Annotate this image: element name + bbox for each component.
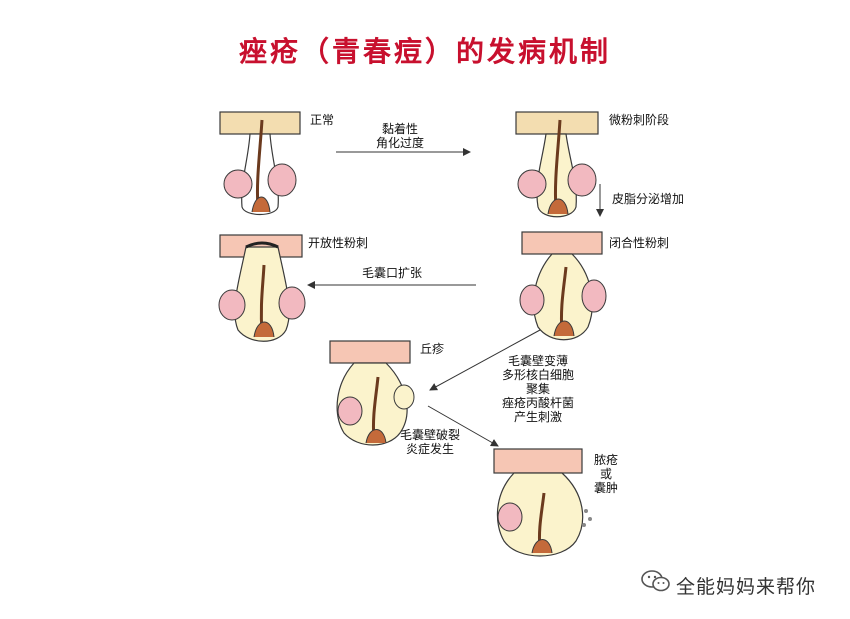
label-a4-line2: 多形核白细胞 bbox=[501, 368, 574, 382]
follicle-pustule-cyst bbox=[493, 448, 592, 557]
page-title: 痤疮（青春痘）的发病机制 bbox=[238, 35, 611, 68]
label-follicle-wall-changes: 毛囊壁变薄 多形核白细胞 聚集 痤疮丙酸杆菌 产生刺激 bbox=[490, 354, 586, 424]
label-normal: 正常 bbox=[310, 113, 335, 127]
watermark-text: 全能妈妈来帮你 bbox=[676, 576, 817, 598]
label-a4-line4: 痤疮丙酸杆菌 bbox=[501, 396, 574, 410]
label-hyperkeratosis-line1: 黏着性 bbox=[381, 122, 418, 136]
label-pustule-line2: 或 bbox=[599, 467, 612, 481]
follicle-papule bbox=[329, 340, 415, 446]
label-a4-line3: 聚集 bbox=[525, 382, 550, 396]
label-microcomedo: 微粉刺阶段 bbox=[609, 113, 670, 127]
arrow-to-papule bbox=[429, 329, 541, 391]
follicle-closed-comedo bbox=[519, 231, 607, 341]
wechat-icon bbox=[641, 570, 670, 592]
label-papule: 丘疹 bbox=[420, 342, 445, 356]
label-open-comedo: 开放性粉刺 bbox=[308, 236, 369, 250]
label-a5-line2: 炎症发生 bbox=[405, 442, 454, 456]
label-pustule-cyst: 脓疮 或 囊肿 bbox=[586, 453, 626, 495]
follicle-microcomedo bbox=[515, 111, 599, 218]
arrow-to-pustule bbox=[427, 405, 499, 447]
label-a4-line5: 产生刺激 bbox=[513, 410, 562, 424]
label-hyperkeratosis: 黏着性 角化过度 bbox=[360, 122, 440, 150]
label-closed-comedo: 闭合性粉刺 bbox=[609, 236, 670, 250]
label-a5-line1: 毛囊壁破裂 bbox=[399, 428, 460, 442]
label-hyperkeratosis-line2: 角化过度 bbox=[375, 136, 424, 150]
label-a4-line1: 毛囊壁变薄 bbox=[507, 354, 568, 368]
label-pustule-line3: 囊肿 bbox=[593, 481, 618, 495]
label-wall-rupture: 毛囊壁破裂 炎症发生 bbox=[388, 428, 472, 456]
follicle-normal bbox=[219, 111, 301, 216]
label-follicle-dilation: 毛囊口扩张 bbox=[362, 266, 423, 280]
label-pustule-line1: 脓疮 bbox=[593, 453, 618, 467]
follicle-open-comedo bbox=[218, 234, 306, 342]
label-sebum-increase: 皮脂分泌增加 bbox=[612, 192, 685, 206]
